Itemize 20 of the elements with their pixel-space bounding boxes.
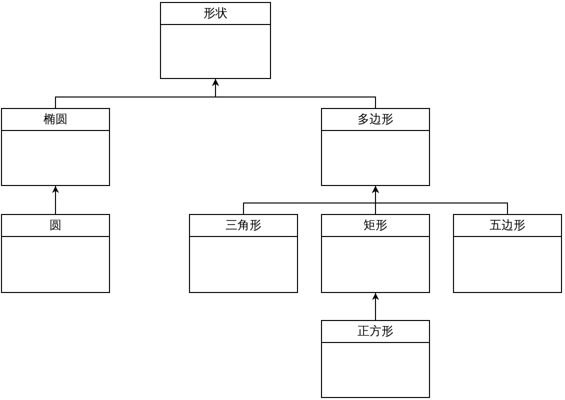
- class-name: 矩形: [364, 218, 388, 233]
- class-box: [1, 214, 110, 293]
- class-name: 三角形: [226, 218, 262, 233]
- class-box: [453, 214, 562, 293]
- class-box: [160, 2, 271, 79]
- class-box: [189, 214, 298, 293]
- class-name: 多边形: [358, 112, 394, 127]
- inheritance-arrow: [212, 78, 376, 108]
- inheritance-arrow: [372, 186, 508, 214]
- class-box: [321, 320, 430, 398]
- class-box: [1, 108, 110, 186]
- class-name: 椭圆: [44, 112, 68, 127]
- inheritance-arrow: [52, 186, 59, 214]
- class-box: [321, 214, 430, 293]
- class-name: 形状: [204, 6, 228, 21]
- class-name: 五边形: [490, 218, 526, 233]
- inheritance-arrow: [372, 292, 379, 320]
- class-box: [321, 108, 430, 186]
- class-name: 圆: [50, 218, 62, 233]
- class-name: 正方形: [358, 324, 394, 339]
